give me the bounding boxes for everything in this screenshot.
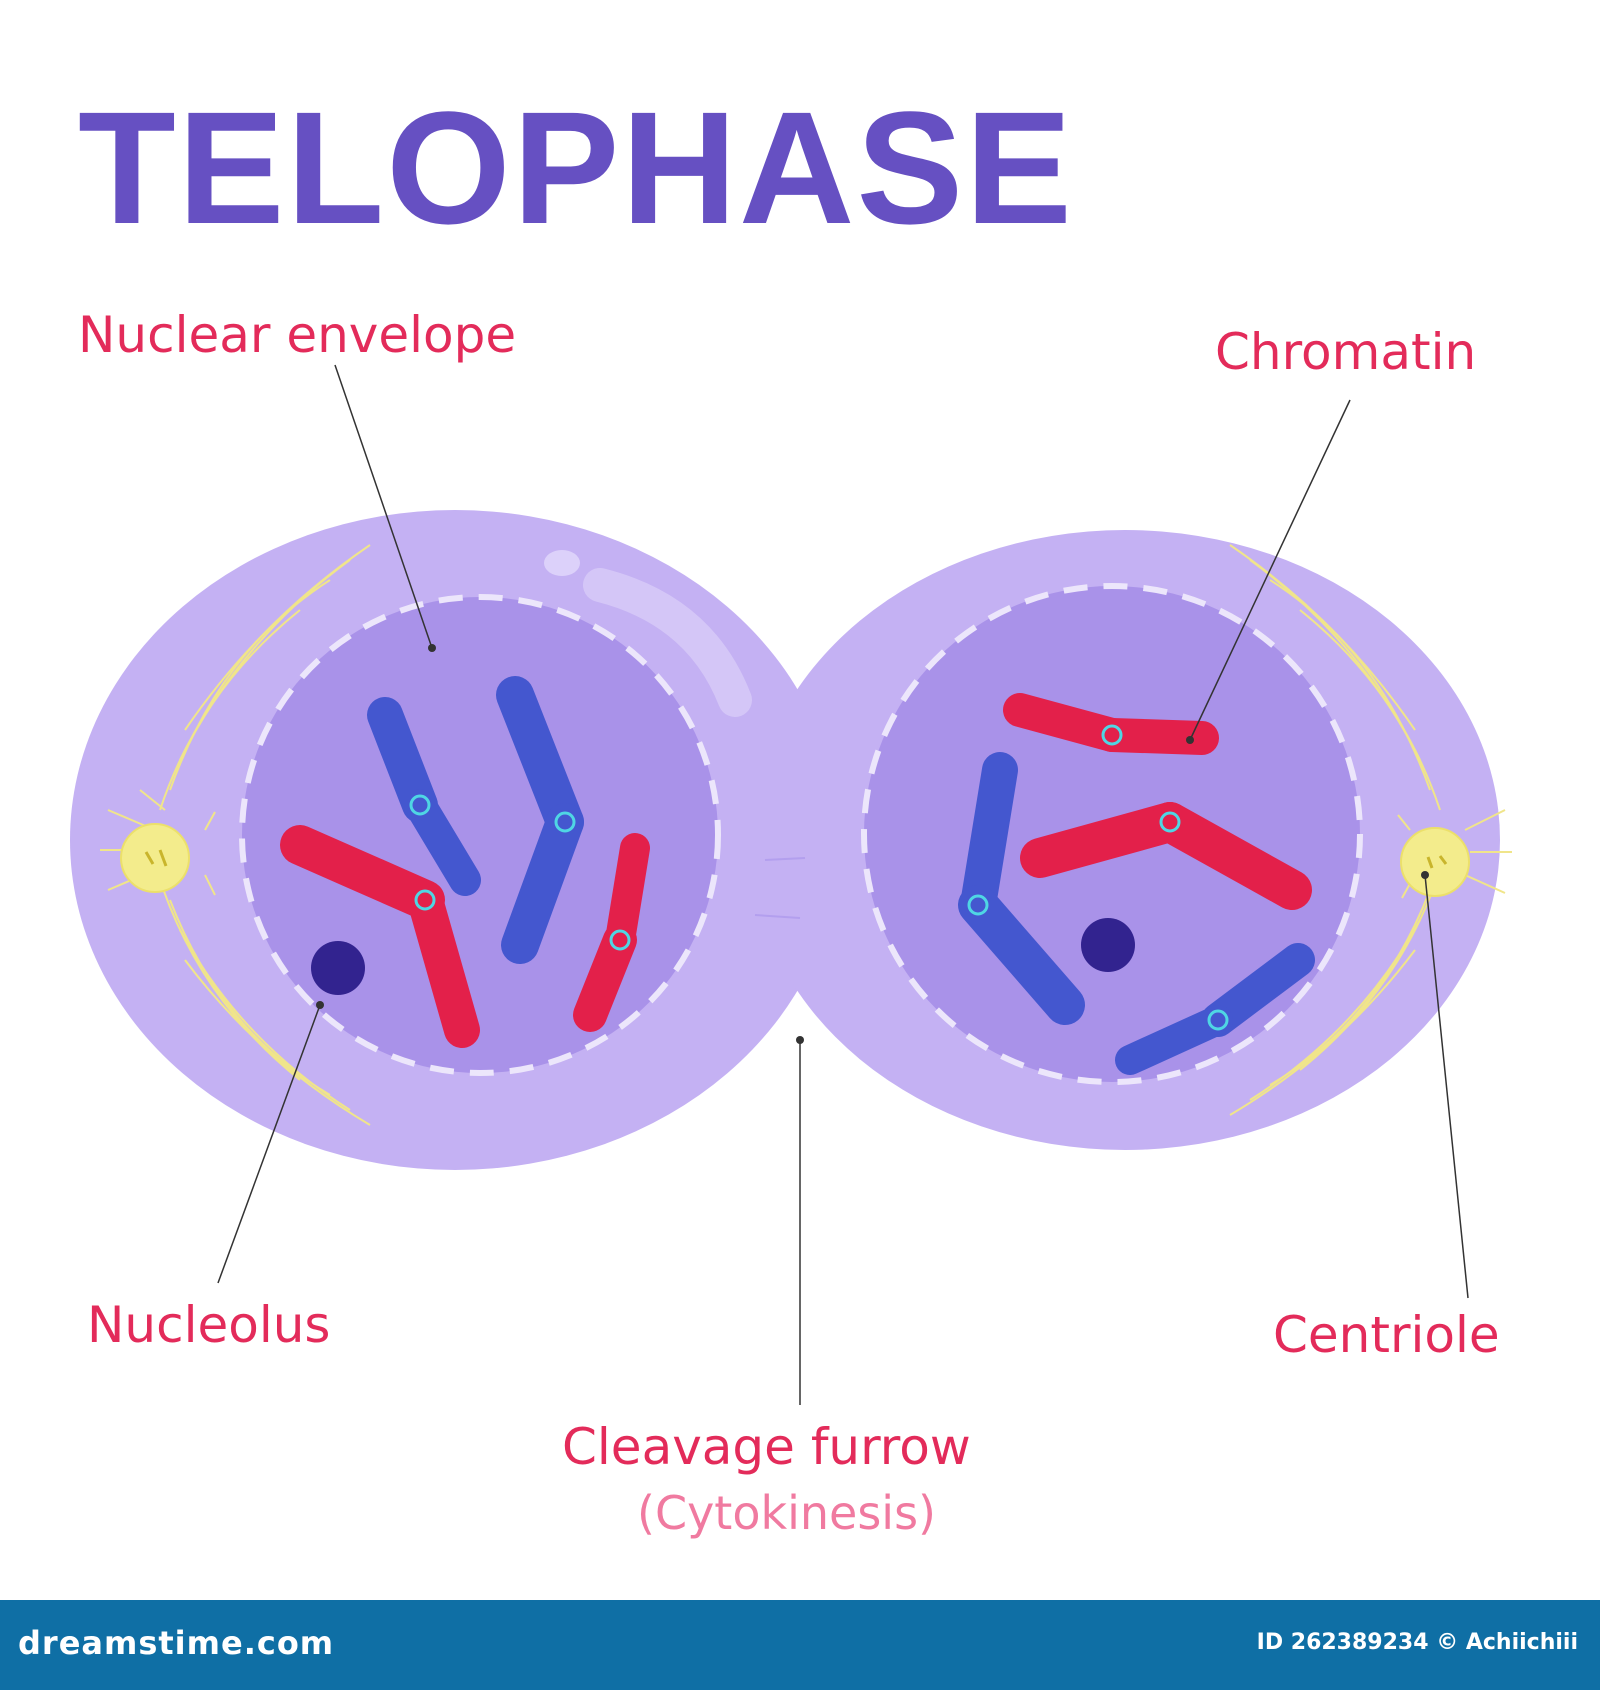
leader-dots: [316, 644, 1429, 1044]
left-chromosomes: [280, 676, 650, 1048]
label-nuclear-envelope: Nuclear envelope: [78, 306, 517, 364]
diagram-title: TELOPHASE: [78, 78, 1074, 257]
leader-lines: [217, 364, 1469, 1405]
right-centriole: [1397, 809, 1512, 899]
right-nucleolus: [1081, 918, 1135, 972]
left-centriole: [100, 789, 216, 896]
footer-logo[interactable]: dreamstime.com: [18, 1624, 335, 1662]
label-nucleolus: Nucleolus: [87, 1296, 331, 1354]
footer-image-id: ID 262389234 © Achiichiii: [1256, 1630, 1578, 1655]
label-cleavage-furrow: Cleavage furrow: [562, 1418, 971, 1476]
cell-highlight: [544, 550, 580, 576]
telophase-diagram: [70, 364, 1512, 1405]
cell-highlight-arc: [583, 568, 752, 717]
label-centriole: Centriole: [1273, 1306, 1500, 1364]
cleavage-lines: [754, 857, 806, 919]
left-spindle-fibers: [159, 544, 371, 1126]
cleavage-bridge: [740, 700, 860, 980]
left-nucleolus: [311, 941, 365, 995]
label-chromatin: Chromatin: [1215, 323, 1477, 381]
right-chromosomes: [958, 693, 1315, 1075]
footer-bar: dreamstime.com ID 262389234 © Achiichiii: [0, 1600, 1600, 1690]
label-cytokinesis: (Cytokinesis): [637, 1486, 936, 1540]
right-spindle-fibers: [1229, 544, 1441, 1116]
